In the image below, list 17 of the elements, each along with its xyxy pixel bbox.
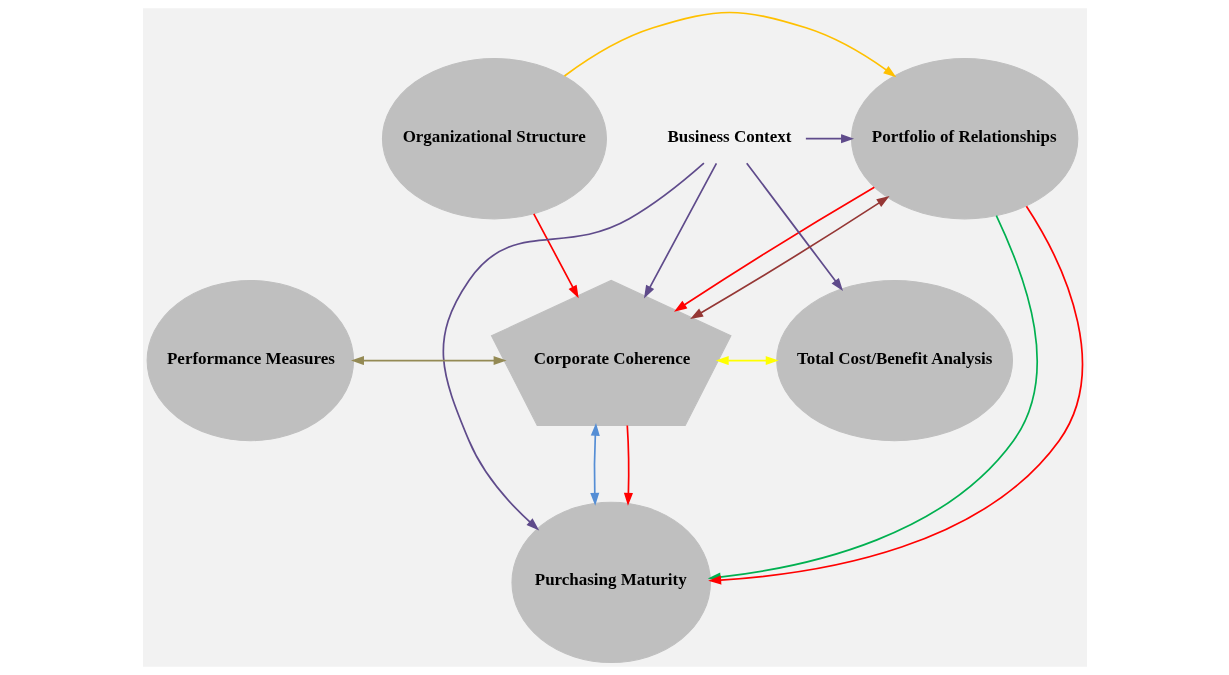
node-text: Business Context xyxy=(666,126,791,146)
arrow xyxy=(442,162,705,531)
arrow xyxy=(745,162,843,292)
arrow xyxy=(623,424,633,506)
arrow xyxy=(563,11,896,78)
arrow xyxy=(804,134,854,144)
arrow xyxy=(589,422,600,506)
arrow xyxy=(350,356,507,366)
arrow xyxy=(673,186,875,312)
arrow xyxy=(715,356,779,366)
node-ellipse: Purchasing Maturity xyxy=(510,501,711,664)
node-ellipse: Portfolio of Relationships xyxy=(850,58,1078,220)
arrow xyxy=(643,162,717,299)
arrow xyxy=(532,213,579,299)
node-ellipse: Organizational Structure xyxy=(381,58,607,220)
node-ellipse: Performance Measures xyxy=(146,279,354,442)
arrow xyxy=(689,196,890,320)
